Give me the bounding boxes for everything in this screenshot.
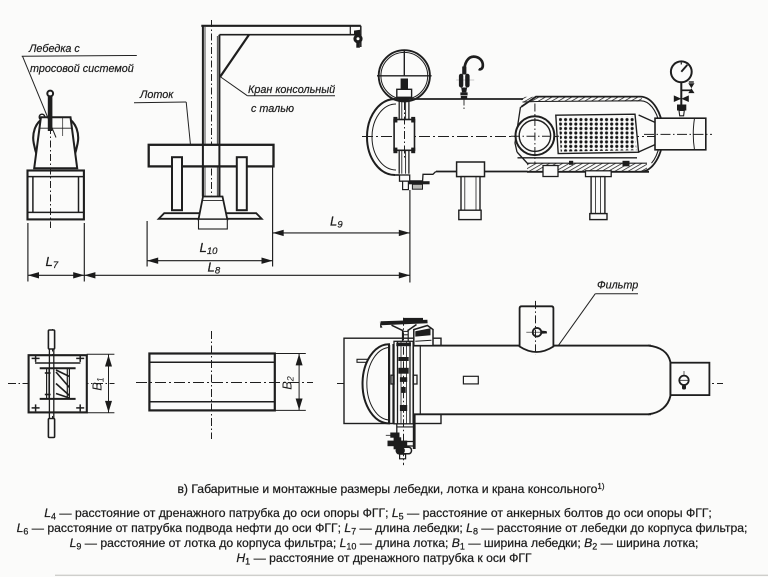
svg-text:L4 — расстояние от дренажного: L4 — расстояние от дренажного патрубка д… bbox=[44, 506, 712, 522]
svg-text:тросовой системой: тросовой системой bbox=[30, 63, 134, 75]
svg-text:L8: L8 bbox=[208, 260, 221, 277]
svg-text:Лебедка с: Лебедка с bbox=[28, 43, 80, 55]
svg-text:B1: B1 bbox=[90, 377, 106, 391]
svg-text:L7: L7 bbox=[46, 254, 59, 271]
svg-text:Кран консольный: Кран консольный bbox=[248, 84, 335, 96]
svg-text:в) Габаритные и монтажные разм: в) Габаритные и монтажные размеры лебедк… bbox=[177, 482, 604, 496]
svg-text:L10: L10 bbox=[200, 240, 219, 257]
svg-text:B2: B2 bbox=[280, 376, 296, 390]
svg-text:L9 — расстояние от лотка до ко: L9 — расстояние от лотка до корпуса филь… bbox=[70, 536, 699, 552]
svg-text:Лоток: Лоток bbox=[139, 89, 174, 101]
svg-text:L9: L9 bbox=[330, 214, 343, 231]
svg-text:Фильтр: Фильтр bbox=[597, 280, 638, 292]
svg-text:с талью: с талью bbox=[251, 103, 294, 115]
svg-text:L6 — расстояние от патрубка по: L6 — расстояние от патрубка подвода нефт… bbox=[17, 521, 748, 537]
svg-text:H1 — расстояние от дренажного: H1 — расстояние от дренажного патрубка к… bbox=[236, 551, 532, 567]
